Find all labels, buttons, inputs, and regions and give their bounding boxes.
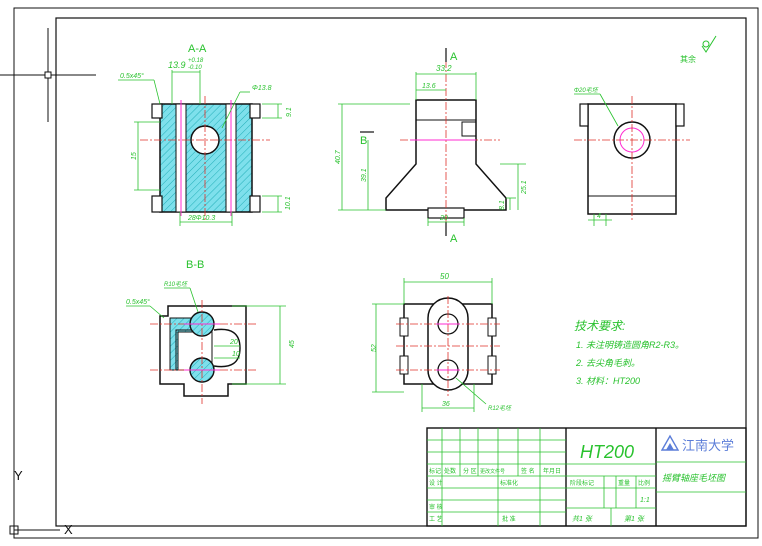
dim-aa-bottom-width: 28Φ10.3 [187, 215, 215, 222]
sheet-inner-border [55, 17, 747, 527]
section-aa-title: A-A [188, 43, 207, 55]
section-mark-a-bottom: A [450, 233, 458, 245]
tb-designer: 设 计 [429, 479, 443, 487]
roughness-note: 其余 [680, 54, 696, 64]
dim-side-small: 4 [597, 213, 601, 220]
tb-approve: 批 准 [502, 515, 516, 523]
tb-process: 工 艺 [429, 515, 443, 523]
dim-side-hole: Φ20毛坯 [574, 87, 599, 94]
dim-front-height: 40.7 [335, 149, 342, 164]
tb-standardize: 标准化 [500, 479, 518, 487]
ucs-x-label: X [64, 522, 73, 537]
dim-front-base: 8.1 [499, 200, 506, 210]
section-bb-title: B-B [186, 259, 204, 271]
ucs-y-label: Y [14, 468, 23, 483]
dim-front-bottom: 20 [439, 215, 448, 222]
title-material: HT200 [580, 442, 634, 462]
tb-scale: 比例 [638, 479, 650, 487]
ucs-icon [9, 484, 60, 535]
sheet-outer-border [13, 7, 759, 539]
dim-aa-top: 9.1 [286, 107, 293, 117]
dim-aa-height: 15 [131, 152, 138, 160]
section-aa-view[interactable]: A-A [118, 43, 293, 226]
tb-stage-mark: 阶段标记 [570, 479, 594, 487]
tb-row1-col2: 处数 [444, 467, 456, 475]
side-view[interactable]: Φ20毛坯 4 [574, 87, 690, 226]
tb-row1-col3: 分 区 [463, 467, 477, 475]
tb-row1-col5: 签 名 [521, 467, 535, 475]
dim-top-width: 50 [440, 272, 449, 281]
dim-bb-height: 45 [289, 340, 296, 348]
roughness-symbol [701, 35, 717, 53]
tech-heading: 技术要求: [574, 319, 625, 333]
tech-item-1: 1. 未注明铸造圆角R2-R3。 [576, 340, 684, 350]
dim-top-height: 52 [371, 344, 378, 352]
tb-sheet-no: 第1 张 [624, 515, 645, 523]
dim-top-bottom: 36 [442, 401, 450, 408]
title-block[interactable]: HT200 江南大学 摇臂轴座毛坯图 标记 处数 分 区 更改文件号 签 名 年… [426, 427, 747, 527]
dim-front-width: 33.2 [436, 64, 452, 73]
title-school: 江南大学 [682, 438, 734, 453]
dim-bb-20: 20 [229, 339, 238, 346]
top-view[interactable]: 50 52 36 R12毛坯 [371, 272, 512, 412]
dim-aa-hole: Φ13.8 [252, 85, 272, 92]
tech-item-2: 2. 去尖角毛刺。 [575, 358, 640, 368]
section-bb-view[interactable]: B-B R10毛坯 0.5x45° 20 10 [126, 259, 296, 404]
tb-sheets-total: 共1 张 [572, 515, 593, 523]
dim-bb-chamfer: 0.5x45° [126, 298, 150, 306]
dim-aa-tol-upper: +0.18 [188, 58, 204, 64]
tech-item-3: 3. 材料：HT200 [576, 376, 640, 386]
school-logo-icon [660, 434, 680, 451]
dim-bb-10: 10 [232, 351, 240, 358]
title-drawing-name: 摇臂轴座毛坯图 [662, 473, 727, 483]
front-view[interactable]: A A B 33.2 13.6 40.7 39.1 25.1 8.1 20 [335, 48, 528, 245]
tb-row1-col4: 更改文件号 [480, 468, 505, 475]
dim-front-right: 25.1 [521, 180, 528, 195]
dim-aa-chamfer: 0.5x45° [120, 72, 144, 80]
tb-row1-col6: 年月日 [543, 467, 561, 475]
dim-aa-tol-lower: -0.10 [188, 65, 202, 71]
section-mark-b-left: B [360, 135, 367, 147]
dim-top-radius: R12毛坯 [488, 405, 512, 412]
tb-scale-value: 1:1 [640, 497, 650, 504]
tech-requirements: 技术要求: 1. 未注明铸造圆角R2-R3。 2. 去尖角毛刺。 3. 材料：H… [574, 319, 684, 386]
dim-front-mid: 39.1 [361, 168, 368, 182]
tb-weight: 重量 [618, 479, 630, 487]
dim-bb-radius: R10毛坯 [164, 281, 188, 288]
dim-front-inner: 13.6 [422, 83, 436, 90]
tb-review: 审 核 [429, 503, 443, 511]
crosshair-cursor [0, 28, 96, 122]
section-mark-a-top: A [450, 51, 458, 63]
dim-aa-bottom: 10.1 [285, 196, 292, 210]
dim-aa-width: 13.9 [168, 60, 186, 70]
tb-row1-col1: 标记 [429, 467, 441, 475]
